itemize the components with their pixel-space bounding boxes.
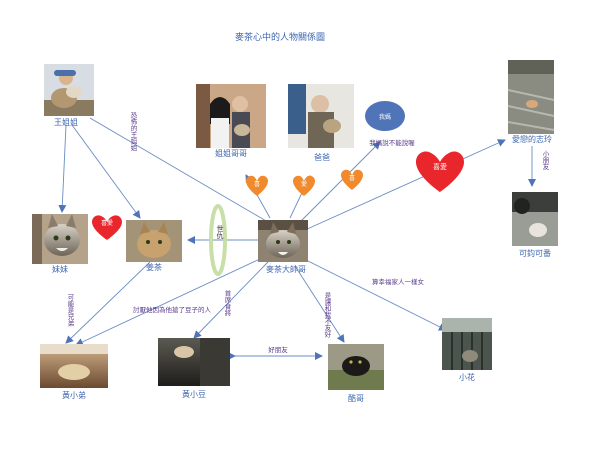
label-shouxi: 首席食將 <box>223 289 231 318</box>
label-haopengyou: 好朋友 <box>268 345 288 354</box>
small-heart-2-text: 愛 <box>301 180 307 188</box>
node-sister: 姐姐哥哥 <box>196 84 266 158</box>
node-xiaohua: 小花 <box>442 318 492 382</box>
heart-big <box>416 151 464 192</box>
label-xiaopengyou: 小朋友 <box>541 149 549 171</box>
node-huang-di: 黃小弟 <box>40 344 108 400</box>
diagram-title: 麥茶心中的人物關係圖 <box>235 31 325 43</box>
heart-small <box>92 215 122 240</box>
name-jiang: 姜茶 <box>146 262 162 272</box>
node-huang-dou: 黃小豆 <box>158 338 230 399</box>
node-dad: 爸爸 <box>288 84 354 162</box>
line-wang-center <box>89 117 286 233</box>
bubble-group: 我媽 我媽說不能說喔 <box>365 101 415 147</box>
node-love: 愛戀的志玲 <box>507 60 555 144</box>
relationship-labels: 恐怖的王姐姐 可能是兄弟 討厭他因為他搶了豆子的人 首席食將 好朋友 是讓和我不… <box>66 112 425 354</box>
line-center-huangdi <box>75 257 263 346</box>
bubble-note: 我媽說不能說喔 <box>369 138 415 147</box>
heart-small-text: 喜愛 <box>101 219 113 227</box>
chouren-ring <box>209 204 227 276</box>
node-center: 麥茶大帥哥 <box>258 220 308 274</box>
name-love: 愛戀的志玲 <box>512 134 552 144</box>
heart-big-group: 喜愛 <box>416 151 464 192</box>
bubble-text: 我媽 <box>379 113 391 121</box>
node-ku: 酷哥 <box>328 344 384 403</box>
small-heart-3: 喜 <box>341 169 363 190</box>
name-dad: 爸爸 <box>314 152 330 162</box>
name-huang-dou: 黃小豆 <box>182 389 206 399</box>
label-taoyan: 討厭他因為他搶了豆子的人 <box>133 305 212 314</box>
small-heart-1-text: 喜 <box>254 180 260 188</box>
name-xiaohua: 小花 <box>459 372 475 382</box>
line-jiang-huangdi <box>65 261 151 344</box>
label-suanxing: 算幸福家人一樣女 <box>372 277 425 286</box>
name-kedou: 可鈞可番 <box>519 248 551 258</box>
name-center: 麥茶大帥哥 <box>266 264 306 274</box>
node-jiang: 姜茶 <box>126 220 182 272</box>
heart-big-text: 喜愛 <box>433 162 447 171</box>
name-wang: 王姐姐 <box>54 117 78 127</box>
line-wang-jiang <box>71 124 141 219</box>
name-huang-di: 黃小弟 <box>62 390 86 400</box>
line-center-huangdou <box>193 261 269 339</box>
small-hearts: 喜 愛 喜 <box>246 169 363 196</box>
label-xiaojie: 可能是兄弟 <box>66 294 74 328</box>
name-meimei: 妹妹 <box>52 264 68 274</box>
label-chouren: 世仇 <box>216 224 224 240</box>
line-center-love <box>304 139 506 231</box>
node-meimei: 妹妹 <box>32 214 88 274</box>
node-kedou: 可鈞可番 <box>512 192 558 258</box>
connector-lines <box>58 117 536 360</box>
bubble-mom <box>365 101 405 131</box>
name-ku: 酷哥 <box>348 393 364 403</box>
line-center-xiaohua <box>301 257 447 331</box>
heart-small-group: 喜愛 <box>92 215 122 240</box>
label-kongbu: 恐怖的王姐姐 <box>129 112 137 153</box>
node-wang: 王姐姐 <box>44 64 94 127</box>
chouren-ring-group: 世仇 <box>209 204 227 276</box>
line-center-bubble <box>299 141 381 223</box>
line-center-ku <box>294 265 345 343</box>
name-sister: 姐姐哥哥 <box>215 148 247 158</box>
line-wang-meimei <box>58 124 67 213</box>
small-heart-1: 喜 <box>246 175 268 196</box>
small-heart-2: 愛 <box>293 175 315 196</box>
small-heart-3-text: 喜 <box>349 174 355 182</box>
label-shouxidi: 是讓和我不友好 <box>323 292 331 339</box>
